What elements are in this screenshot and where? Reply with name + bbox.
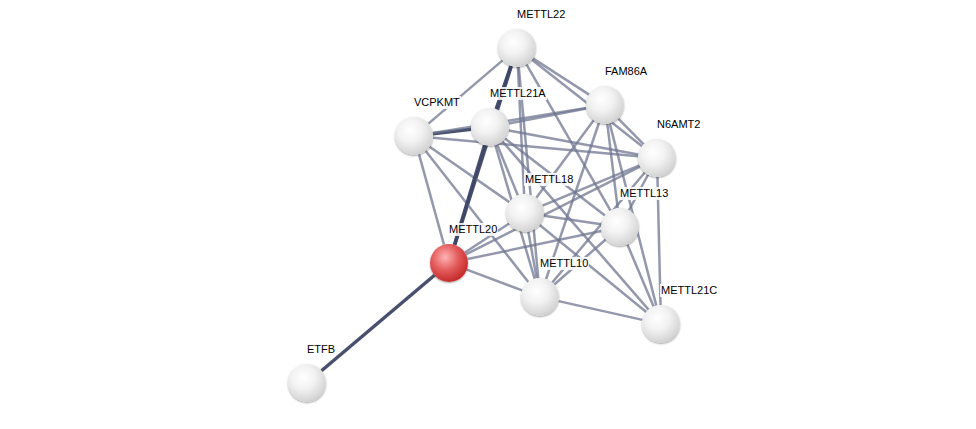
- interaction-edge: [433, 108, 586, 133]
- protein-label: METTL21A: [489, 87, 547, 100]
- interaction-edge: [433, 138, 638, 157]
- interaction-edge: [509, 109, 587, 124]
- protein-label: N6AMT2: [656, 118, 701, 131]
- interaction-edge: [536, 120, 593, 197]
- protein-node: N6AMT2: [638, 139, 676, 177]
- interaction-edge: [559, 301, 643, 320]
- protein-label: VCPKMT: [413, 96, 461, 109]
- interaction-edge: [544, 216, 601, 224]
- protein-node: METTL20: [430, 244, 468, 282]
- protein-node: METTL13: [601, 208, 639, 246]
- protein-node: METTL21C: [642, 305, 680, 343]
- protein-label: METTL20: [448, 223, 498, 236]
- interaction-edge: [467, 270, 522, 291]
- protein-node: METTL21A: [471, 108, 509, 146]
- protein-label: METTL10: [539, 257, 589, 270]
- protein-label: METTL18: [524, 173, 574, 186]
- protein-node: VCPKMT: [395, 117, 433, 155]
- protein-label: ETFB: [306, 343, 336, 356]
- interaction-edge: [528, 232, 536, 279]
- interaction-edge: [419, 154, 444, 244]
- protein-label: FAM86A: [604, 65, 648, 78]
- protein-label: METTL13: [619, 187, 669, 200]
- protein-node: FAM86A: [586, 86, 624, 124]
- protein-node: METTL22: [498, 29, 536, 67]
- protein-node: METTL18: [506, 194, 544, 232]
- interaction-edge: [509, 130, 639, 154]
- interaction-edge: [627, 245, 653, 307]
- protein-node: ETFB: [288, 364, 326, 402]
- protein-label: METTL21C: [660, 284, 718, 297]
- protein-node: METTL10: [521, 278, 559, 316]
- protein-label: METTL22: [516, 8, 566, 21]
- interaction-edge: [322, 275, 435, 370]
- interaction-edge: [618, 119, 643, 145]
